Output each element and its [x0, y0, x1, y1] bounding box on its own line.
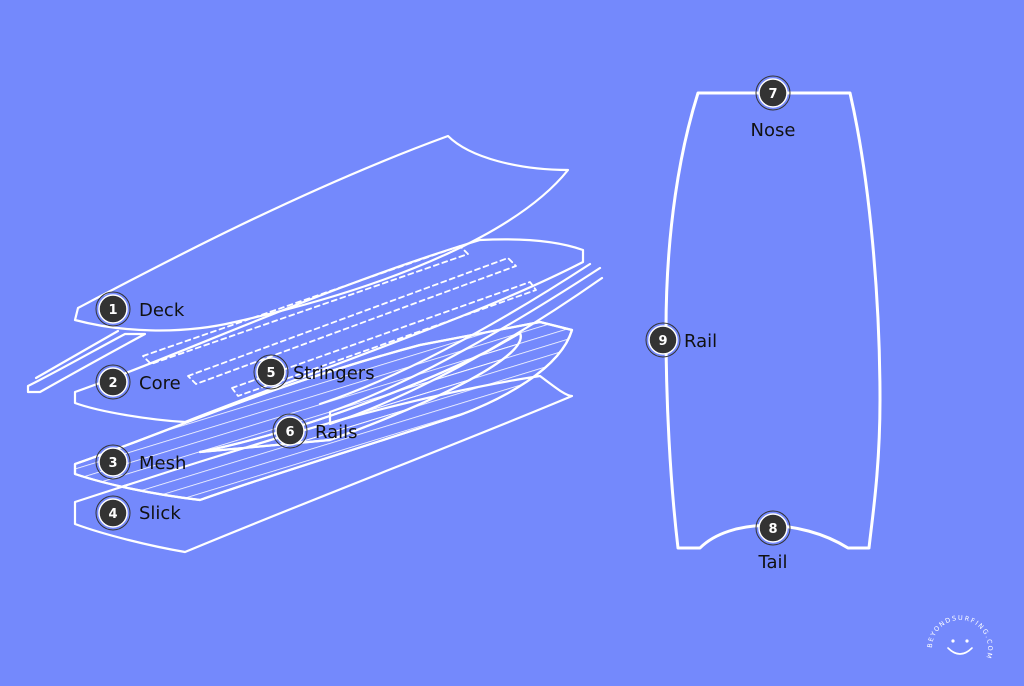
marker-5: 5	[253, 354, 289, 390]
smiley-surf-icon	[947, 639, 973, 655]
marker-number: 4	[108, 507, 117, 522]
deck-layer	[73, 134, 570, 332]
stringers	[142, 245, 537, 397]
marker-number: 9	[658, 334, 667, 349]
marker-2: 2	[95, 364, 131, 400]
label-nose: Nose	[751, 120, 796, 141]
marker-number: 8	[768, 522, 777, 537]
label-mesh: Mesh	[139, 453, 186, 474]
label-rail: Rail	[684, 331, 717, 352]
brand-logo: BEYONDSURFING.COM	[926, 614, 993, 661]
marker-number: 3	[108, 456, 117, 471]
marker-number: 2	[108, 376, 117, 391]
marker-1: 1	[95, 291, 131, 327]
marker-number: 6	[285, 425, 294, 440]
label-core: Core	[139, 373, 181, 394]
marker-3: 3	[95, 444, 131, 480]
marker-6: 6	[272, 413, 308, 449]
marker-9: 9	[645, 322, 681, 358]
label-stringers: Stringers	[293, 363, 375, 384]
label-tail: Tail	[757, 552, 787, 573]
marker-7: 7	[755, 75, 791, 111]
mesh-layer	[73, 320, 574, 502]
marker-number: 1	[108, 303, 117, 318]
label-rails: Rails	[315, 422, 358, 443]
label-deck: Deck	[139, 300, 185, 321]
marker-number: 7	[768, 87, 777, 102]
marker-number: 5	[266, 366, 275, 381]
board-outline	[664, 91, 882, 550]
marker-4: 4	[95, 495, 131, 531]
marker-8: 8	[755, 510, 791, 546]
label-slick: Slick	[139, 503, 181, 524]
